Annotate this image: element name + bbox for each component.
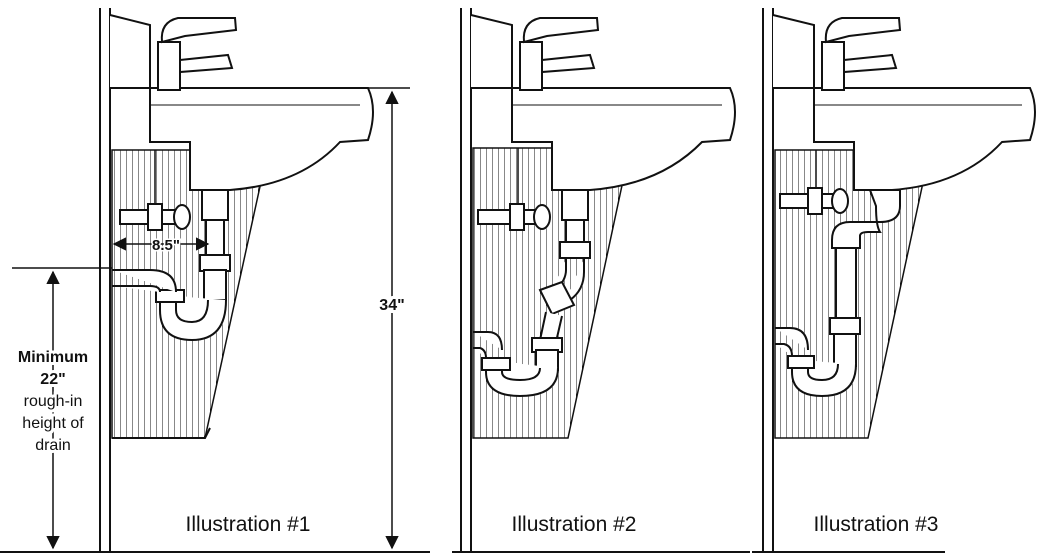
spacing-label: 8.5"	[152, 237, 180, 254]
sink-basin-1	[149, 87, 374, 191]
caption-illustration-1: Illustration #1	[186, 513, 311, 536]
svg-text:drain: drain	[35, 437, 71, 454]
illustration-1	[0, 8, 430, 553]
drain-trap-3	[775, 189, 901, 398]
illustration-3	[752, 8, 1036, 553]
faucet-1	[157, 17, 238, 91]
faucet-3	[821, 17, 902, 91]
svg-text:height of: height of	[22, 415, 84, 432]
wall-3	[762, 8, 774, 552]
height-label: 34"	[379, 297, 404, 314]
caption-illustration-3: Illustration #3	[814, 513, 939, 536]
backsplash-2	[470, 14, 513, 89]
pedestal-1	[111, 149, 269, 439]
min-height-label: Minimum 22" rough-in height of drain	[15, 346, 91, 457]
drain-trap-2	[473, 189, 591, 398]
svg-text:Minimum: Minimum	[18, 349, 88, 366]
sink-basin-2	[511, 87, 736, 191]
wall-2	[460, 8, 472, 552]
drain-trap-1	[112, 189, 231, 342]
caption-illustration-2: Illustration #2	[512, 513, 637, 536]
wall-1	[99, 8, 111, 552]
faucet-2	[519, 17, 600, 91]
backsplash-1	[109, 14, 151, 89]
illustration-2	[452, 8, 750, 553]
supply-valve-3	[779, 150, 849, 215]
svg-text:22": 22"	[40, 371, 65, 388]
supply-valve-1	[119, 150, 191, 231]
svg-text:rough-in: rough-in	[24, 393, 83, 410]
backsplash-3	[772, 14, 815, 89]
supply-valve-2	[477, 148, 551, 231]
